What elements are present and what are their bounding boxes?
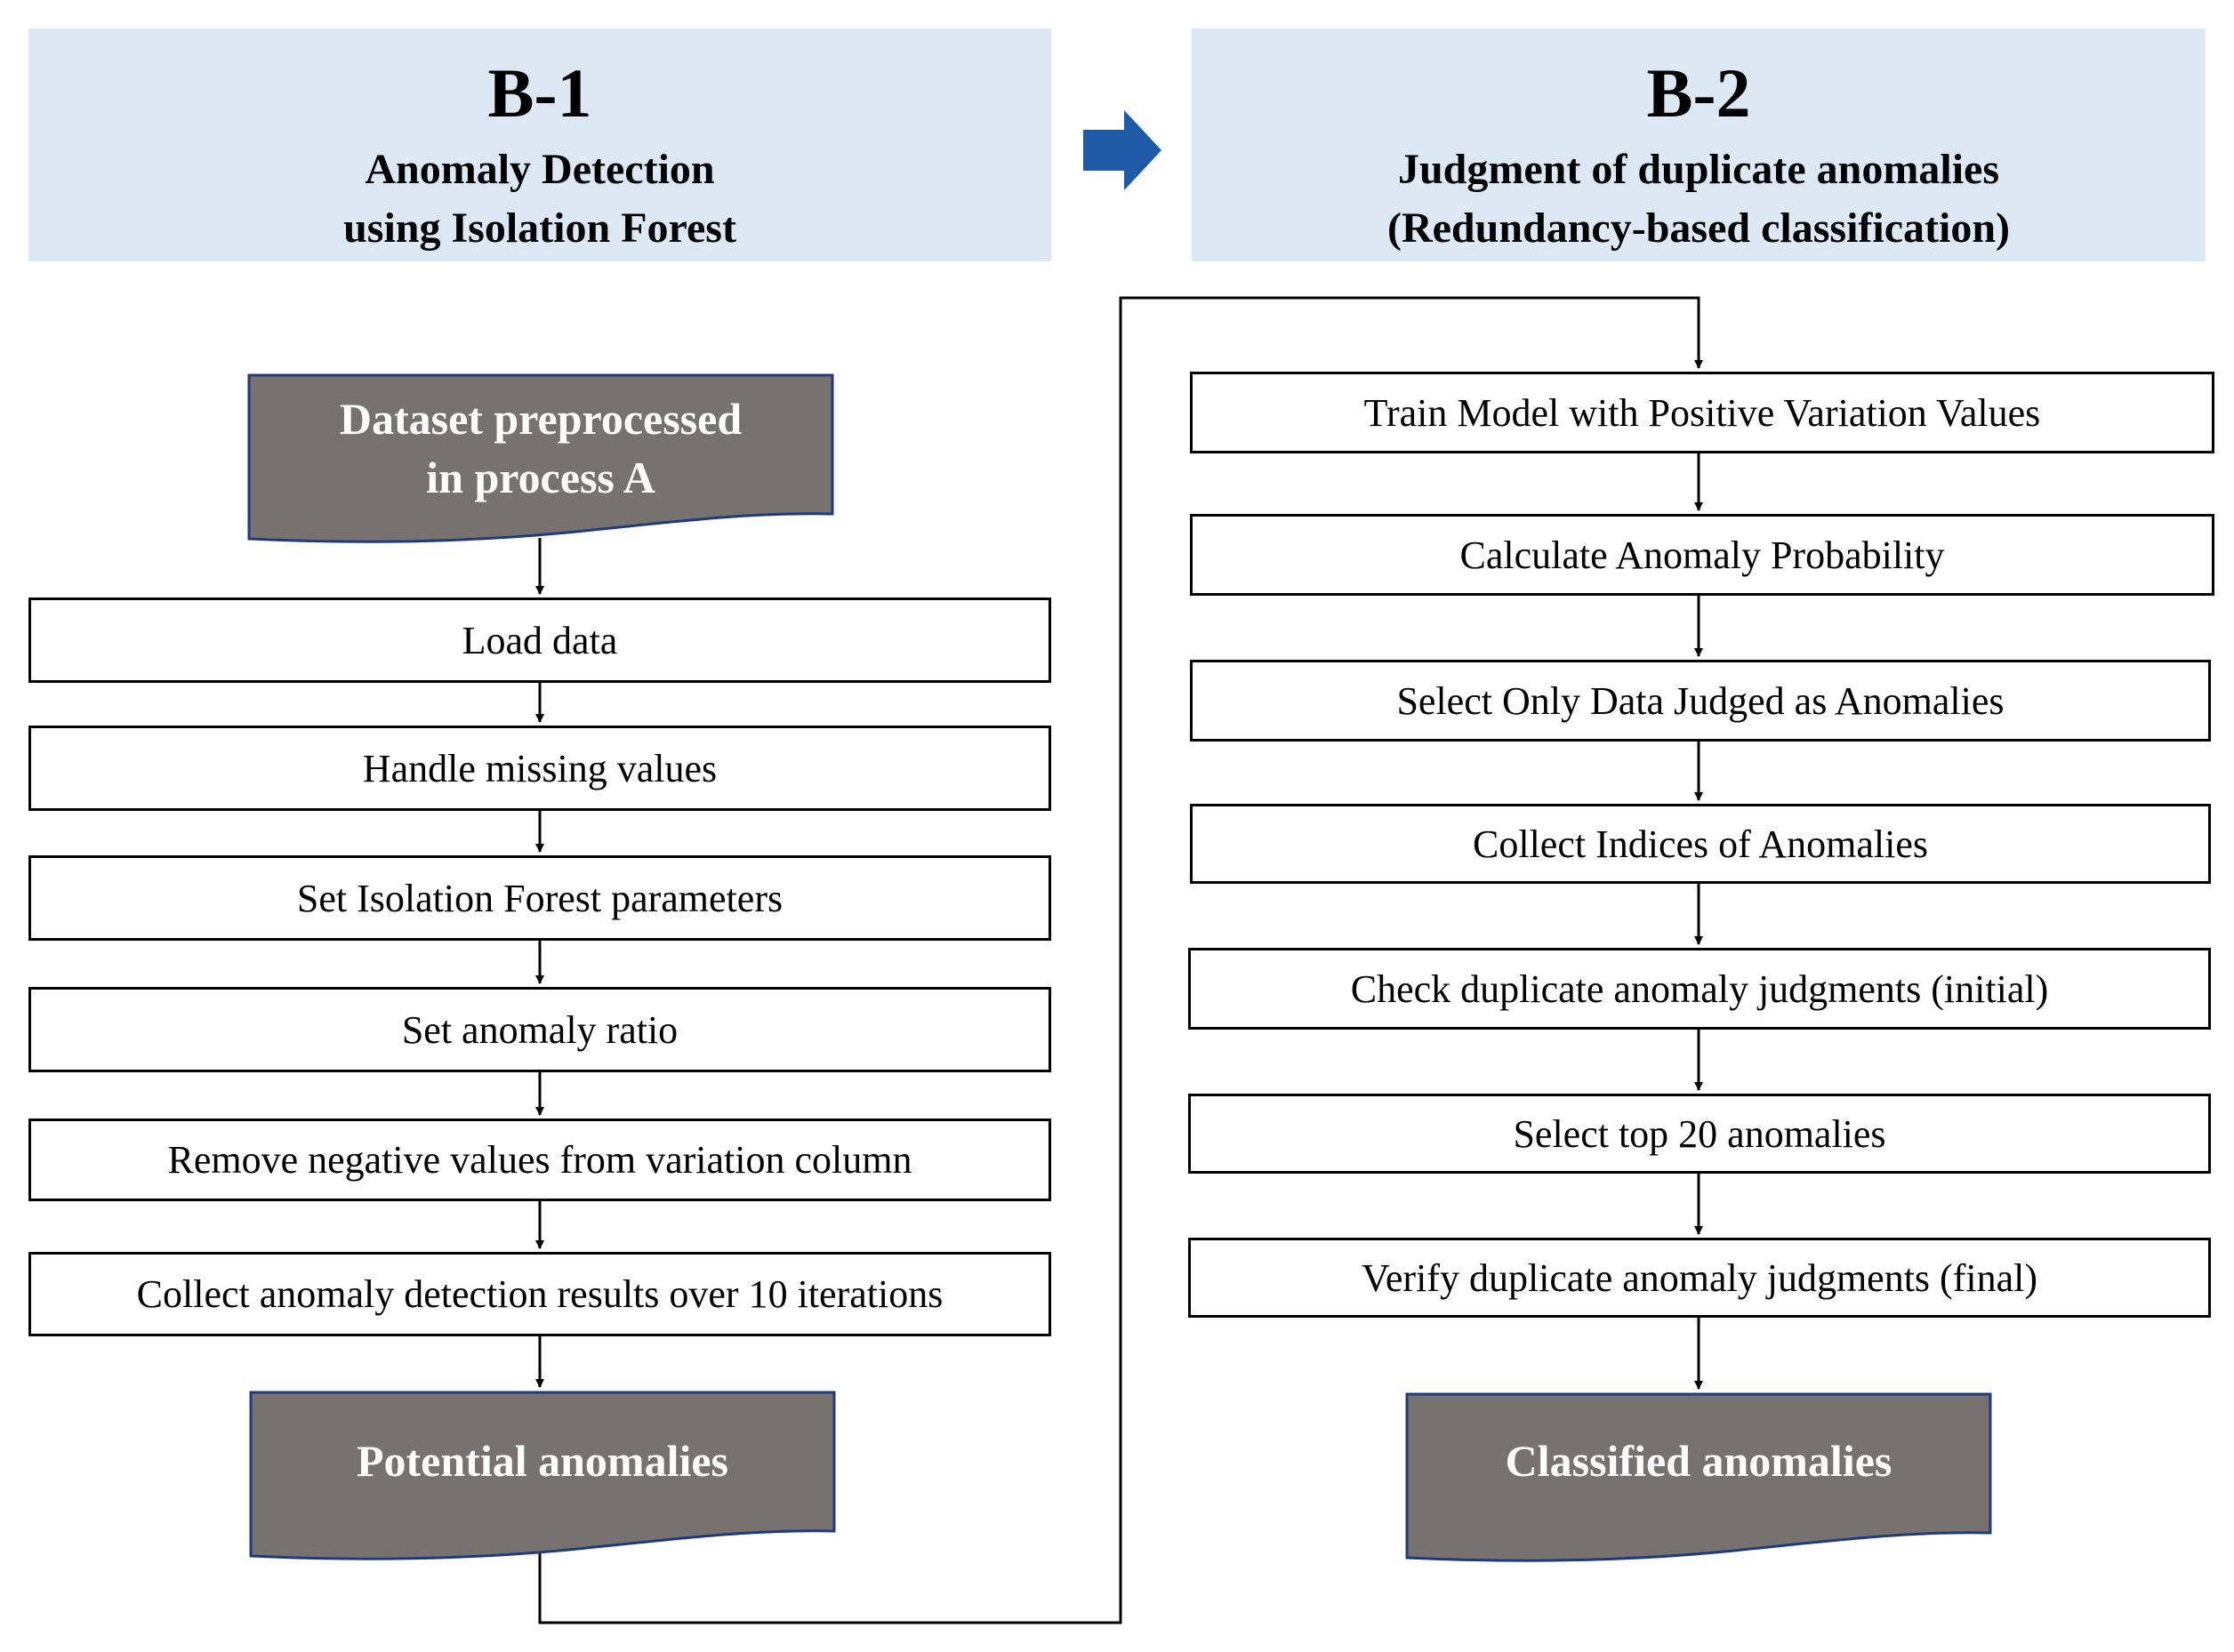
- b1-input-line2: in process A: [426, 453, 655, 502]
- b1-title-line1: Anomaly Detection: [365, 146, 715, 193]
- b1-output-document: [249, 1391, 836, 1560]
- b1-step-handle-missing: Handle missing values: [28, 726, 1051, 811]
- b2-step-verify-final: Verify duplicate anomaly judgments (fina…: [1188, 1238, 2211, 1318]
- b1-input-document: [247, 373, 834, 543]
- b1-code: B-1: [487, 54, 592, 132]
- right-arrow-icon: [1083, 110, 1161, 190]
- b2-title-line1: Judgment of duplicate anomalies: [1397, 146, 2000, 193]
- b2-step-collect-indices: Collect Indices of Anomalies: [1190, 804, 2211, 884]
- b2-step-check-initial: Check duplicate anomaly judgments (initi…: [1188, 948, 2211, 1030]
- b2-step-select-anomalies: Select Only Data Judged as Anomalies: [1190, 660, 2211, 742]
- b1-header: B-1 Anomaly Detection using Isolation Fo…: [28, 28, 1051, 261]
- b2-output-label: Classified anomalies: [1505, 1436, 1892, 1486]
- b2-title-line2: (Redundancy-based classification): [1386, 204, 2011, 252]
- b2-output-document: [1405, 1392, 1992, 1562]
- b1-output-label: Potential anomalies: [356, 1436, 729, 1486]
- b1-input-line1: Dataset preprocessed: [339, 394, 743, 444]
- b1-step-set-params: Set Isolation Forest parameters: [28, 855, 1051, 941]
- b2-code: B-2: [1646, 54, 1751, 132]
- b1-step-load-data: Load data: [28, 597, 1051, 683]
- b2-step-train-model: Train Model with Positive Variation Valu…: [1190, 372, 2214, 453]
- b2-header: B-2 Judgment of duplicate anomalies (Red…: [1192, 28, 2206, 261]
- b1-step-collect-results: Collect anomaly detection results over 1…: [28, 1252, 1051, 1336]
- b1-title-line2: using Isolation Forest: [343, 204, 736, 252]
- b1-step-anomaly-ratio: Set anomaly ratio: [28, 987, 1051, 1072]
- b1-step-remove-negative: Remove negative values from variation co…: [28, 1119, 1051, 1201]
- b2-step-select-top: Select top 20 anomalies: [1188, 1094, 2211, 1174]
- b2-step-calc-probability: Calculate Anomaly Probability: [1190, 514, 2214, 596]
